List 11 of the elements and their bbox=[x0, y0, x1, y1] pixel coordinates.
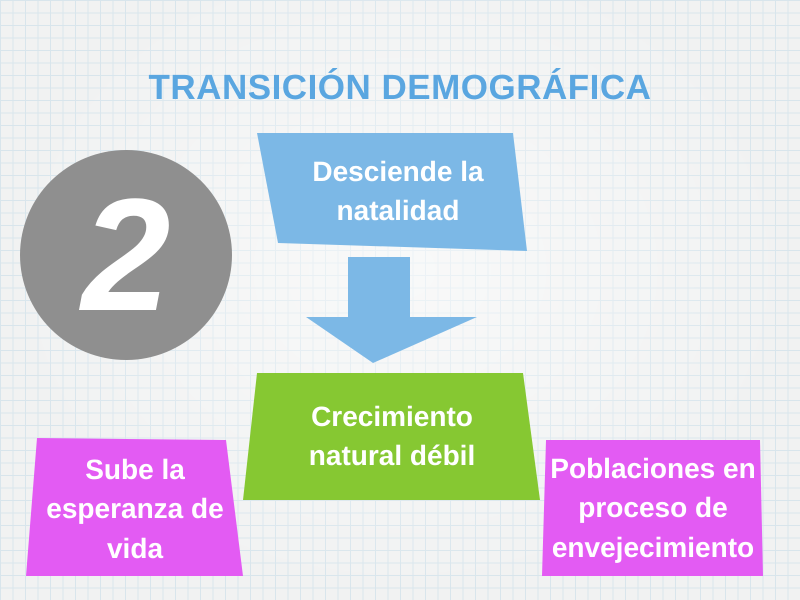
block-arrow bbox=[306, 257, 477, 363]
panel-text: Sube la esperanza de vida bbox=[45, 453, 225, 566]
trapezoid-panel bbox=[542, 440, 764, 577]
step-number: 2 bbox=[82, 175, 170, 335]
title: TRANSICIÓN DEMOGRÁFICA bbox=[148, 67, 652, 109]
panel-text: Crecimiento natural débil bbox=[308, 400, 476, 473]
trapezoid-panel bbox=[26, 438, 243, 577]
panel-text: Desciende la natalidad bbox=[311, 154, 485, 228]
trapezoid-panel bbox=[243, 373, 541, 501]
panel-text: Poblaciones en proceso de envejecimiento bbox=[549, 452, 757, 565]
number-circle bbox=[20, 150, 232, 360]
